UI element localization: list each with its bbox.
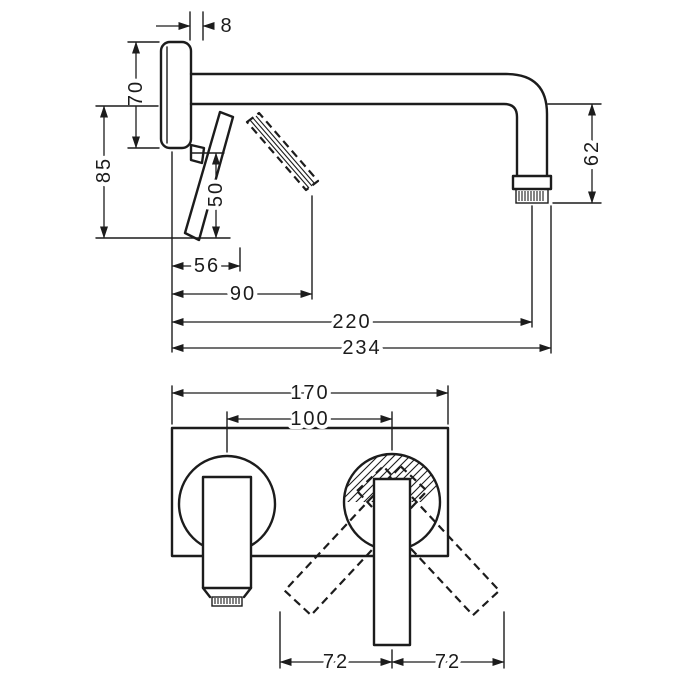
dim-label-234: 234 — [342, 337, 381, 359]
handle-front-swing-right-dashed — [355, 465, 501, 617]
dimension-center-distance: 100 — [226, 404, 393, 453]
dim-label-72-left: 72 — [323, 651, 349, 673]
dimension-90: 90 — [171, 195, 313, 309]
dimension-height-85: 85 — [89, 105, 231, 239]
dim-label-85: 85 — [93, 157, 115, 183]
handle-front — [283, 452, 501, 647]
dim-label-72-right: 72 — [435, 651, 461, 673]
spout-front — [177, 454, 277, 607]
dimension-spout-drop: 62 — [547, 103, 607, 204]
dim-label-100: 100 — [290, 408, 329, 430]
dim-label-62: 62 — [581, 140, 603, 166]
dimension-56: 56 — [171, 247, 241, 281]
dimension-handle-length: 50 — [190, 152, 231, 239]
aerator-front — [211, 596, 243, 607]
handle-front-swing-left-dashed — [283, 465, 429, 617]
aerator-side — [515, 188, 549, 204]
dim-label-plate-height: 70 — [125, 80, 147, 106]
dim-label-170: 170 — [290, 382, 329, 404]
dimension-plate-width: 170 — [171, 378, 449, 425]
dimension-234: 234 — [171, 205, 552, 363]
dimension-plate-height: 70 — [121, 41, 160, 149]
dim-label-50: 50 — [205, 181, 227, 207]
dim-label-plate-depth: 8 — [220, 15, 233, 37]
side-view: 8 70 85 50 56 — [89, 11, 607, 363]
handle-side-open-dashed — [245, 111, 320, 192]
dimension-handle-swing: 72 72 — [279, 611, 505, 677]
front-view: 170 100 — [170, 378, 505, 677]
dim-label-56: 56 — [194, 255, 220, 277]
handle-side — [183, 110, 235, 242]
dim-label-220: 220 — [332, 311, 371, 333]
dimension-plate-depth: 8 — [156, 11, 236, 41]
spout-side — [189, 72, 553, 204]
wall-plate-side — [159, 40, 193, 150]
dimension-220: 220 — [171, 205, 533, 337]
handle-lever-front — [372, 477, 412, 647]
dim-label-90: 90 — [230, 283, 256, 305]
